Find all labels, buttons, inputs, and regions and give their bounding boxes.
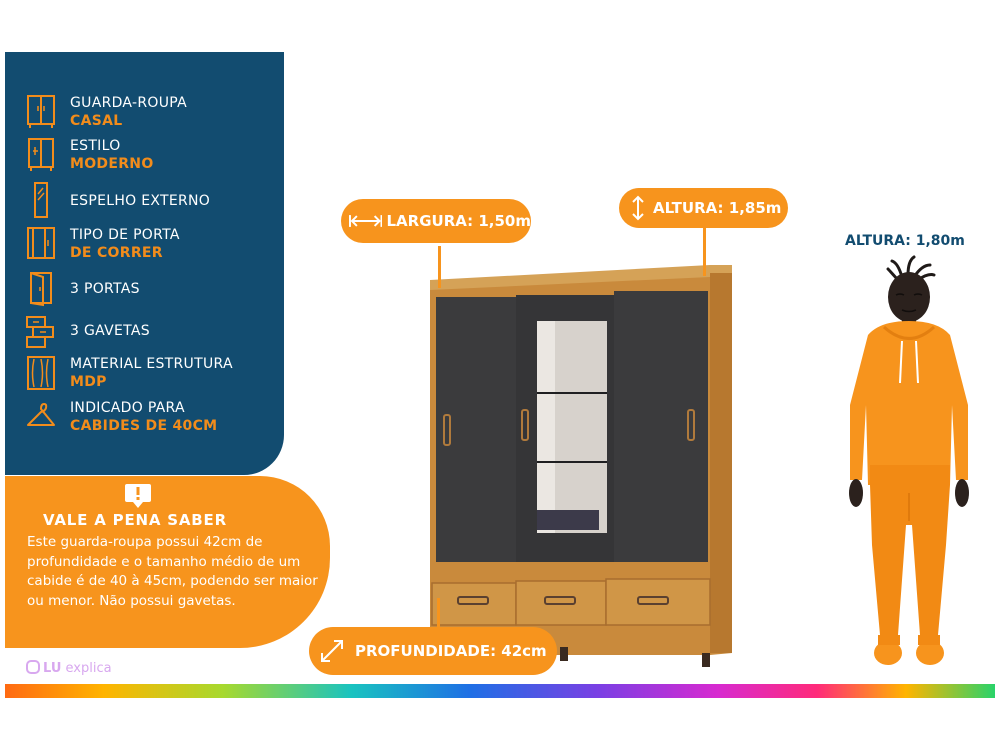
person-pants (870, 485, 950, 635)
tip-panel: VALE A PENA SABER Este guarda-roupa poss… (5, 476, 330, 648)
mirror-icon (34, 182, 48, 218)
spec-item-mirror: ESPELHO EXTERNO (5, 182, 284, 222)
person-height-label: ALTURA: 1,80m (845, 233, 965, 249)
spec-value: CASAL (70, 113, 123, 129)
wardrobe-illustration (430, 265, 732, 667)
brand-suffix: explica (65, 661, 112, 676)
spec-label: 3 GAVETAS (70, 323, 150, 339)
depth-leader (437, 598, 440, 628)
height-leader (703, 224, 706, 276)
spec-item-style: ESTILO MODERNO (5, 137, 284, 177)
depth-label: PROFUNDIDADE: 42cm (355, 642, 547, 660)
spec-label: 3 PORTAS (70, 281, 140, 297)
wardrobe-icon (27, 95, 55, 128)
sliding-door-icon (27, 227, 55, 259)
wood-panel-icon (27, 356, 55, 390)
drawer (605, 578, 711, 626)
spec-item-doors: 3 PORTAS (5, 271, 284, 311)
height-label: ALTURA: 1,85m (653, 199, 782, 217)
drawer (431, 582, 517, 626)
spec-item-drawers: 3 GAVETAS (5, 313, 284, 353)
tip-body: Este guarda-roupa possui 42cm de profund… (27, 534, 318, 609)
person-hoodie (850, 321, 968, 485)
exclamation-icon (125, 484, 151, 508)
spec-label: TIPO DE PORTA (70, 227, 180, 243)
brand-logo: LU explica (26, 660, 112, 676)
width-arrow-icon (349, 215, 383, 227)
spec-label: MATERIAL ESTRUTURA (70, 356, 233, 372)
door-handle (443, 414, 451, 446)
hanger-icon (27, 403, 55, 426)
spec-label: INDICADO PARA (70, 400, 185, 416)
chat-bubble-icon (26, 660, 40, 674)
person-illustration (849, 255, 969, 665)
spec-label: GUARDA-ROUPA (70, 95, 187, 111)
spec-item-door-type: TIPO DE PORTA DE CORRER (5, 226, 284, 266)
spec-value: CABIDES DE 40CM (70, 418, 218, 434)
style-wardrobe-icon (28, 138, 54, 171)
wardrobe-door-left (436, 297, 518, 562)
height-arrow-icon (632, 195, 644, 221)
tip-title: VALE A PENA SABER (43, 511, 227, 529)
spec-item-material: MATERIAL ESTRUTURA MDP (5, 355, 284, 395)
width-leader (438, 246, 441, 288)
depth-badge: PROFUNDIDADE: 42cm (309, 627, 557, 675)
spec-item-type: GUARDA-ROUPA CASAL (5, 94, 284, 134)
depth-arrow-icon (321, 640, 343, 662)
door-handle (687, 409, 695, 441)
drawers-icon (26, 316, 54, 348)
spec-value: DE CORRER (70, 245, 163, 261)
spec-value: MODERNO (70, 156, 154, 172)
spec-item-hanger: INDICADO PARA CABIDES DE 40CM (5, 399, 284, 439)
rainbow-bar (5, 684, 995, 698)
width-badge: LARGURA: 1,50m (341, 199, 531, 243)
spec-value: MDP (70, 374, 107, 390)
specs-panel: GUARDA-ROUPA CASAL ESTILO MODERNO ESPELH… (5, 52, 284, 475)
width-label: LARGURA: 1,50m (386, 212, 531, 230)
spec-label: ESPELHO EXTERNO (70, 193, 211, 209)
door-handle (521, 409, 529, 441)
wardrobe-door-right (614, 291, 708, 562)
person-head (888, 272, 930, 322)
brand-prefix: LU (43, 661, 62, 676)
spec-label: ESTILO (70, 138, 121, 154)
door-icon (30, 272, 52, 307)
height-badge: ALTURA: 1,85m (619, 188, 788, 228)
